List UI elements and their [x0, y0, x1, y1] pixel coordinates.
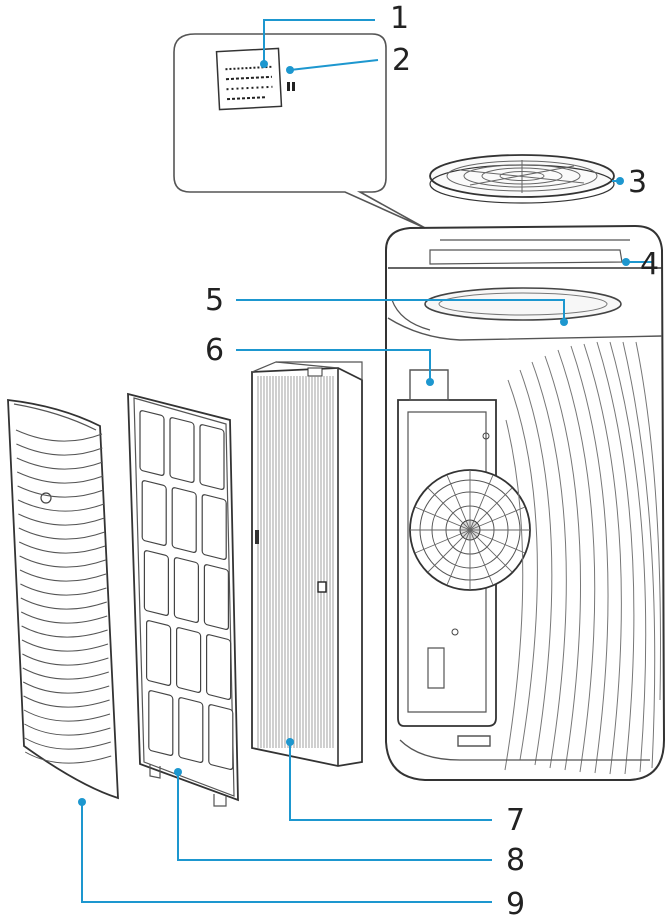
label-mark: [287, 82, 295, 91]
leader-lines: [81, 19, 652, 903]
grille-arc: [20, 611, 108, 624]
callout-9: 9: [506, 887, 525, 921]
grille-arc: [23, 695, 110, 708]
grille-arc: [20, 583, 107, 596]
grille-arc: [21, 639, 109, 652]
callout-2: 2: [392, 43, 411, 78]
frame-cell: [206, 634, 232, 701]
frame-cell: [173, 557, 199, 624]
grille-arc: [21, 625, 108, 638]
grille-arc: [19, 555, 106, 568]
grille-arc: [20, 597, 107, 610]
callout-8: 8: [506, 843, 525, 878]
grille-arc: [24, 751, 112, 764]
front-cover: [7, 398, 119, 800]
grille-arc: [17, 485, 104, 498]
fan: [409, 469, 531, 591]
frame-cell: [208, 704, 234, 771]
grille-arc: [22, 653, 109, 666]
top-grille: [429, 154, 615, 204]
grille-arc: [16, 443, 103, 456]
callout-1: 1: [390, 1, 409, 36]
frame-cell: [171, 487, 197, 554]
barcode-label: [215, 47, 283, 111]
grille-arc: [22, 667, 109, 680]
leader-dots: [78, 60, 630, 806]
pre-filter-frame: [127, 392, 239, 807]
grille-arc: [24, 737, 111, 750]
callout-6: 6: [205, 333, 224, 368]
frame-cell: [146, 620, 172, 686]
main-filter: [251, 361, 363, 767]
grille-arc: [22, 681, 110, 694]
callout-3: 3: [628, 165, 647, 200]
grille-arc: [17, 499, 105, 512]
grille-arc: [15, 429, 103, 442]
grille-arc: [18, 513, 105, 526]
callout-7: 7: [506, 803, 525, 838]
detail-callout-bubble: [173, 33, 426, 229]
frame-cell: [148, 690, 174, 756]
frame-cell: [178, 697, 204, 764]
grille-arc: [19, 569, 107, 582]
purifier-housing: [385, 224, 666, 781]
frame-cell: [201, 494, 227, 561]
grille-arc: [23, 709, 111, 722]
callout-5: 5: [205, 283, 224, 318]
frame-cell: [199, 424, 225, 491]
frame-cell: [141, 480, 167, 546]
callout-4: 4: [640, 247, 659, 282]
grille-arc: [18, 541, 106, 554]
grille-arc: [16, 471, 104, 484]
frame-cell: [169, 417, 195, 484]
frame-cell: [203, 564, 229, 631]
callout-numbers: 1 2 3 4 5 6 7 8 9: [205, 1, 659, 921]
filter-pleats: [257, 376, 334, 748]
frame-cell: [143, 550, 169, 616]
frame-cell: [176, 627, 202, 694]
side-perforation: [504, 341, 661, 775]
grille-arc: [18, 527, 105, 540]
grille-arc: [16, 457, 103, 470]
grille-arc: [24, 723, 111, 736]
frame-cell: [139, 410, 165, 476]
